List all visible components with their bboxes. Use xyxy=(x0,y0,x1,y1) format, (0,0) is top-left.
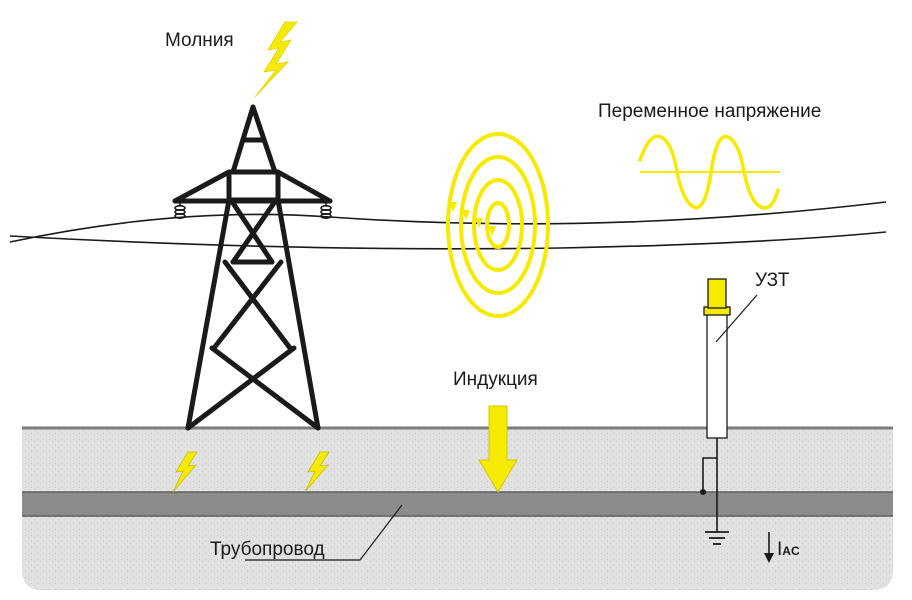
ground-lightning-right-icon xyxy=(304,451,330,493)
current-arrow-icon xyxy=(764,532,774,563)
device-wiring xyxy=(702,438,718,532)
power-lines xyxy=(9,201,887,250)
current-label: IAC xyxy=(777,540,800,559)
induction-label: Индукция xyxy=(453,369,538,390)
sine-wave-icon xyxy=(638,134,780,210)
right-insulator xyxy=(320,202,332,220)
device-label-leader xyxy=(715,294,758,343)
current-subscript: AC xyxy=(782,544,800,558)
pipe-connection-point xyxy=(700,489,706,495)
field-direction-arrows xyxy=(449,202,496,236)
pipeline xyxy=(22,492,893,516)
device-label: УЗТ xyxy=(755,270,790,291)
lightning-label: Молния xyxy=(165,30,234,51)
transmission-tower xyxy=(172,104,333,431)
induction-arrow-icon xyxy=(478,405,518,493)
lightning-bolt-icon xyxy=(254,21,298,98)
ground-symbol-icon xyxy=(705,531,729,545)
left-insulator xyxy=(174,202,186,220)
induction-field-icon xyxy=(446,132,550,318)
pipeline-label-leader xyxy=(245,504,403,561)
ground-lightning-left-icon xyxy=(172,451,198,493)
pipeline-label: Трубопровод xyxy=(210,539,325,560)
alternating-voltage-label: Переменное напряжение xyxy=(598,101,822,122)
current-symbol: I xyxy=(777,539,783,560)
protection-device xyxy=(703,278,731,439)
